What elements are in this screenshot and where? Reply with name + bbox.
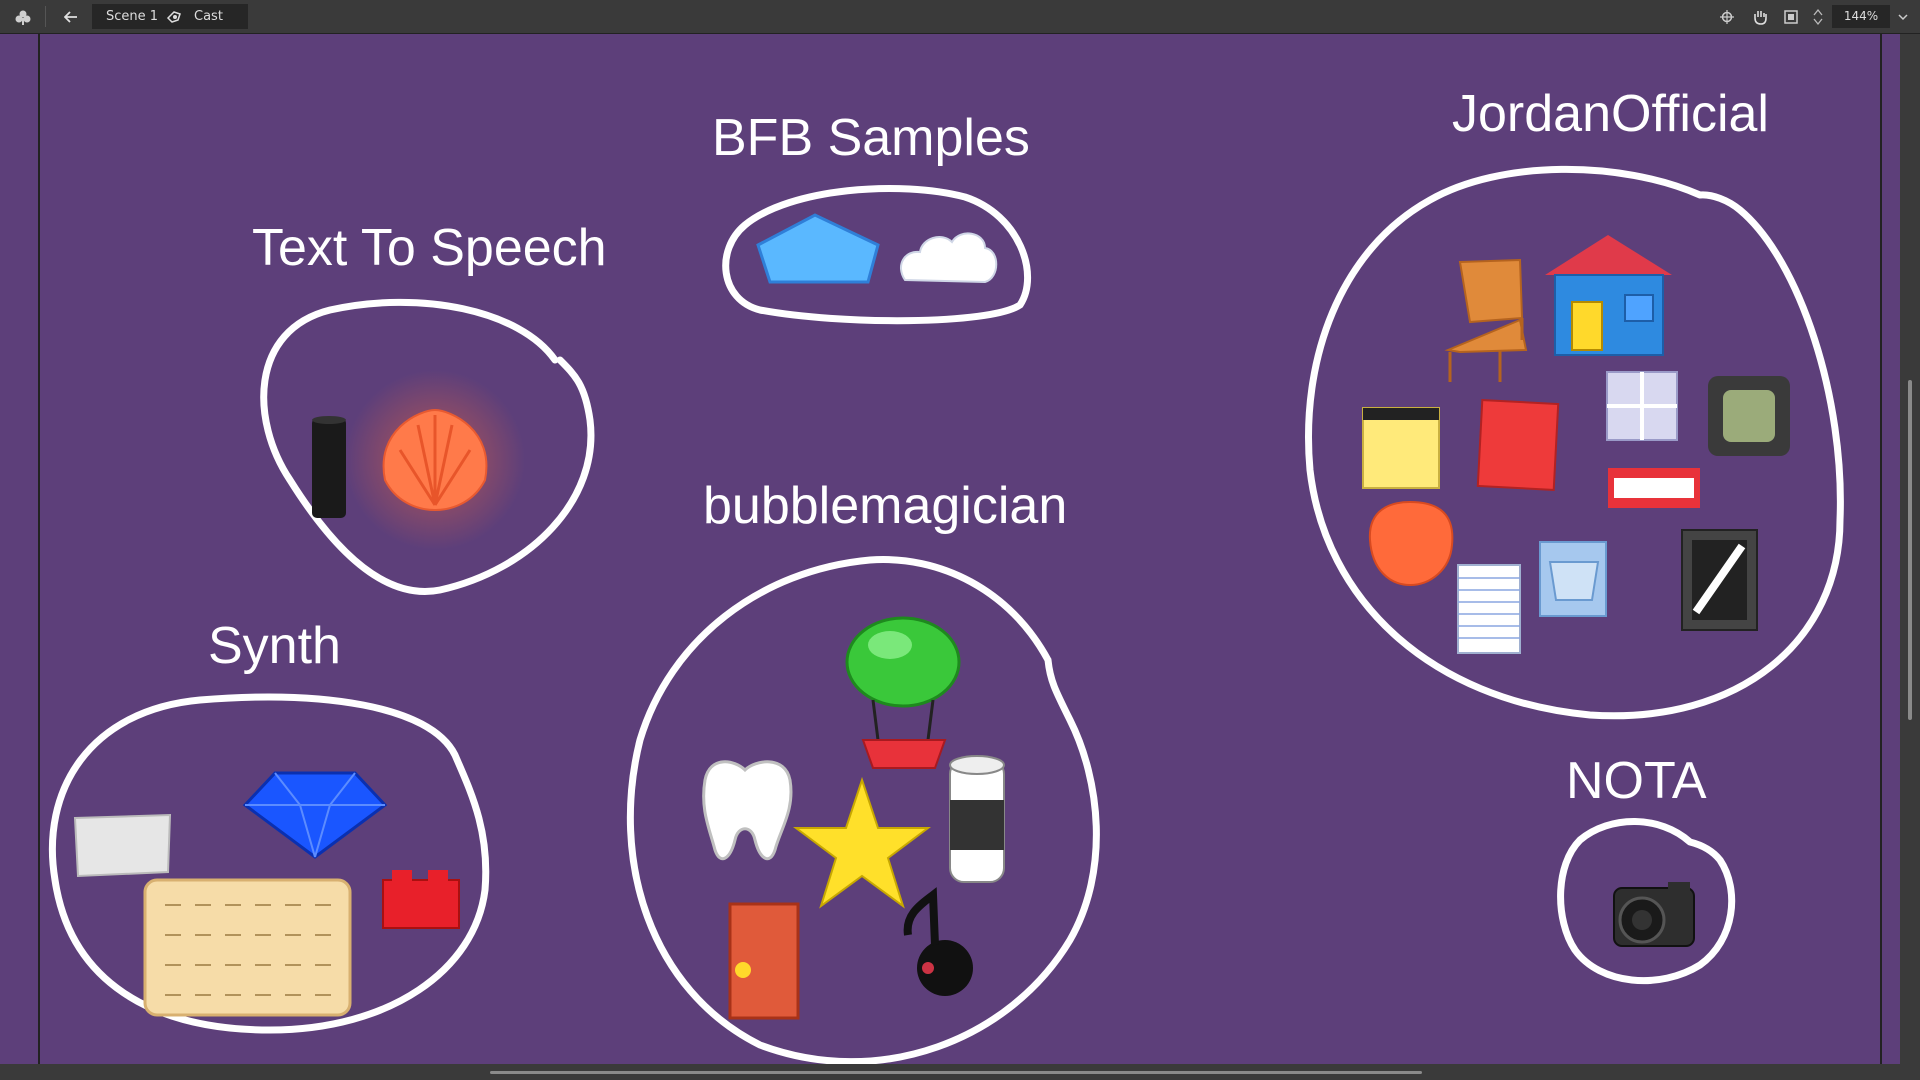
group-title-jordan: JordanOfficial	[1452, 85, 1769, 143]
group-title-nota: NOTA	[1566, 752, 1707, 810]
sticky-note-icon[interactable]	[1362, 407, 1440, 489]
window-icon[interactable]	[1606, 371, 1678, 441]
puppet-hand-icon	[166, 4, 182, 38]
frame-icon[interactable]	[1778, 0, 1804, 33]
red-white-bar-icon[interactable]	[1608, 468, 1700, 508]
vertical-scroll-thumb[interactable]	[1908, 380, 1912, 720]
chair-icon[interactable]	[1444, 258, 1528, 382]
music-note-icon[interactable]	[903, 887, 973, 996]
zoom-level-field[interactable]: 144%	[1832, 5, 1890, 28]
stage-right-border	[1880, 34, 1882, 1064]
orange-blob-icon[interactable]	[1368, 500, 1454, 587]
toolbar-divider	[45, 6, 46, 27]
white-block-icon[interactable]	[73, 813, 172, 878]
olive-button-icon[interactable]	[1708, 376, 1790, 456]
breadcrumb-cast[interactable]: Cast	[194, 9, 223, 24]
hand-icon[interactable]	[1747, 0, 1773, 33]
balloon-basket-icon[interactable]	[845, 616, 961, 769]
star-icon[interactable]	[793, 776, 931, 909]
tooth-icon[interactable]	[702, 760, 793, 861]
tts-outline	[260, 298, 595, 595]
group-title-bubble: bubblemagician	[703, 477, 1068, 535]
camera-icon[interactable]	[1613, 882, 1695, 947]
battery-icon[interactable]	[949, 755, 1005, 883]
crosshair-icon[interactable]	[1714, 0, 1740, 33]
top-toolbar: Scene 1 Cast 144%	[0, 0, 1920, 34]
echo-speaker-icon[interactable]	[312, 416, 346, 518]
back-arrow-icon[interactable]	[58, 0, 84, 33]
door-icon[interactable]	[728, 902, 800, 1020]
notepad-icon[interactable]	[1457, 564, 1521, 654]
lego-brick-icon[interactable]	[382, 870, 460, 929]
synth-outline	[48, 693, 490, 1034]
breadcrumb: Scene 1 Cast	[92, 4, 248, 29]
breadcrumb-scene[interactable]: Scene 1	[106, 9, 159, 24]
cloud-icon[interactable]	[900, 232, 998, 284]
gem-blue-icon[interactable]	[756, 213, 880, 284]
clover-icon[interactable]	[10, 0, 36, 33]
bfb-outline	[722, 185, 1032, 325]
bubble-outline	[626, 556, 1100, 1064]
group-title-tts: Text To Speech	[252, 219, 607, 277]
chevron-down-icon[interactable]	[1893, 0, 1913, 33]
group-title-bfb: BFB Samples	[712, 109, 1030, 167]
house-icon[interactable]	[1545, 235, 1672, 356]
group-title-synth: Synth	[208, 617, 341, 675]
stage-left-border	[38, 34, 40, 1064]
red-card-icon[interactable]	[1476, 399, 1560, 491]
keyboard-icon[interactable]	[143, 878, 352, 1017]
horizontal-scroll-thumb[interactable]	[490, 1071, 1422, 1074]
mirror-icon[interactable]	[1681, 529, 1758, 631]
jordan-outline	[1305, 165, 1844, 720]
nota-outline	[1557, 818, 1736, 985]
trash-bin-icon[interactable]	[1539, 541, 1607, 617]
sapphire-icon[interactable]	[242, 771, 388, 859]
shell-icon[interactable]	[345, 370, 525, 550]
zoom-stepper-icon[interactable]	[1808, 0, 1828, 33]
